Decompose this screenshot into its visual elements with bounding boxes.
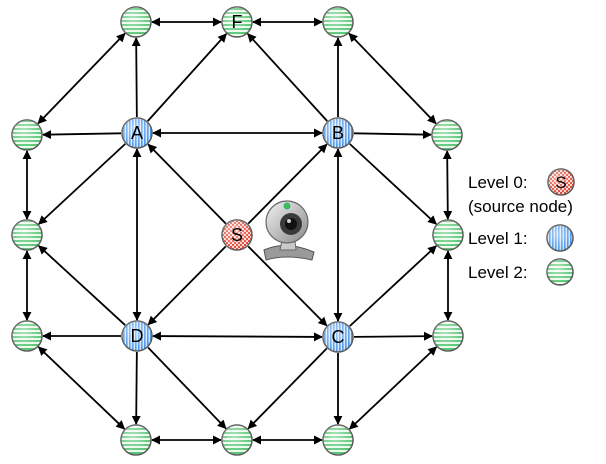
edge-n8-n11 — [348, 346, 438, 430]
node-F: F — [221, 6, 253, 38]
node-n1 — [120, 6, 152, 38]
edge-A-n1 — [131, 37, 141, 118]
node-n11 — [322, 424, 354, 456]
edge-B-n6 — [349, 143, 437, 225]
node-n5 — [431, 119, 463, 151]
legend-level2-label: Level 2: — [468, 263, 528, 282]
node-C: C — [322, 321, 354, 353]
edge-S-C — [247, 245, 328, 327]
edge-B-F — [247, 33, 328, 122]
legend-level0-note: (source node) — [468, 197, 573, 216]
node-A: A — [121, 117, 153, 149]
edge-A-n3 — [42, 130, 122, 140]
node-n3 — [11, 119, 43, 151]
node-n10 — [221, 424, 253, 456]
edge-n2-n5 — [348, 32, 437, 125]
node-S: S — [221, 219, 253, 251]
legend: Level 0: S (source node) Level 1: Level … — [468, 168, 575, 286]
edge-S-A — [147, 143, 227, 225]
node-label-C: C — [332, 327, 345, 347]
edge-D-n9 — [131, 351, 141, 425]
node-label-B: B — [332, 123, 344, 143]
edge-n5-n6 — [442, 150, 453, 220]
nodes-layer: S A B C D F — [11, 6, 464, 456]
node-B: B — [322, 117, 354, 149]
edge-C-n10 — [247, 347, 328, 430]
node-n8 — [432, 320, 464, 352]
edge-S-B — [247, 143, 328, 225]
node-n7 — [11, 320, 43, 352]
edge-C-n6 — [349, 245, 437, 327]
edge-n3-n1 — [37, 32, 126, 125]
legend-level2-symbol — [546, 258, 574, 286]
edge-A-n4 — [38, 143, 126, 225]
node-n9 — [120, 424, 152, 456]
node-n6 — [432, 219, 464, 251]
legend-level1-symbol — [546, 224, 574, 252]
edge-n9-n7 — [37, 346, 126, 430]
node-label-D: D — [131, 326, 144, 346]
edge-C-n8 — [353, 331, 433, 341]
node-label-S: S — [231, 225, 243, 245]
edge-D-n10 — [147, 346, 227, 430]
legend-level0-label: Level 0: — [468, 173, 528, 192]
node-n4 — [11, 219, 43, 251]
edge-C-D — [152, 331, 323, 342]
node-D: D — [121, 320, 153, 352]
webcam-icon — [263, 200, 315, 261]
legend-level1-label: Level 1: — [468, 229, 528, 248]
legend-level0-letter: S — [555, 173, 566, 192]
edge-A-F — [147, 33, 227, 122]
edges-layer — [22, 17, 453, 445]
node-label-A: A — [131, 123, 143, 143]
node-label-F: F — [232, 12, 243, 32]
edge-D-n4 — [38, 245, 126, 326]
edge-B-n5 — [353, 130, 432, 140]
legend-level0-symbol: S — [547, 168, 575, 196]
node-n2 — [322, 6, 354, 38]
edge-S-D — [147, 245, 227, 326]
